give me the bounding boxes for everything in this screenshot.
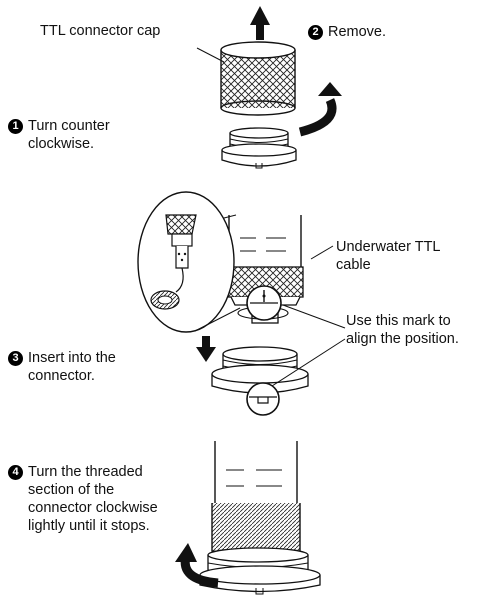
step-4: 4 Turn the threaded section of the connec… bbox=[8, 463, 158, 535]
step-number-badge: 4 bbox=[8, 465, 23, 480]
up-arrow-icon bbox=[250, 6, 270, 40]
step-number-badge: 3 bbox=[8, 351, 23, 366]
alignment-mark-circle bbox=[247, 286, 281, 320]
step-3-line-1: Insert into the bbox=[28, 350, 116, 366]
step-1-line-2: clockwise. bbox=[8, 135, 110, 153]
cable-leader-line bbox=[311, 246, 333, 259]
step-2: 2 Remove. bbox=[308, 23, 386, 41]
step-number-badge: 1 bbox=[8, 119, 23, 134]
step-4-line-3: connector clockwise bbox=[8, 499, 158, 517]
ttl-connector-cap bbox=[221, 42, 295, 115]
step-number-badge: 2 bbox=[308, 25, 323, 40]
socket-mark-circle bbox=[247, 383, 279, 415]
detail-callout bbox=[138, 192, 240, 332]
mark-label-line-1: Use this mark to bbox=[346, 312, 459, 330]
alignment-mark-label: Use this mark to align the position. bbox=[346, 312, 459, 348]
cap-label: TTL connector cap bbox=[40, 22, 160, 40]
step-3: 3 Insert into the connector. bbox=[8, 349, 116, 385]
step-4-line-1: Turn the threaded bbox=[28, 464, 143, 480]
cable-label: Underwater TTL cable bbox=[336, 238, 441, 274]
down-arrow-icon bbox=[196, 336, 216, 362]
step-1: 1 Turn counter clockwise. bbox=[8, 117, 110, 153]
mark-leader-line-1 bbox=[283, 305, 345, 328]
cap-leader-line bbox=[197, 48, 224, 62]
assembled-connector bbox=[200, 441, 320, 594]
cable-label-line-1: Underwater TTL bbox=[336, 238, 441, 256]
step-4-line-4: lightly until it stops. bbox=[8, 517, 158, 535]
step-4-line-2: section of the bbox=[8, 481, 158, 499]
cable-label-line-2: cable bbox=[336, 256, 441, 274]
step-2-text: Remove. bbox=[328, 24, 386, 40]
mark-label-line-2: align the position. bbox=[346, 330, 459, 348]
connector-base bbox=[222, 128, 296, 168]
step-3-line-2: connector. bbox=[8, 367, 116, 385]
step-1-line-1: Turn counter bbox=[28, 118, 110, 134]
rotate-arrow-icon bbox=[300, 82, 342, 132]
